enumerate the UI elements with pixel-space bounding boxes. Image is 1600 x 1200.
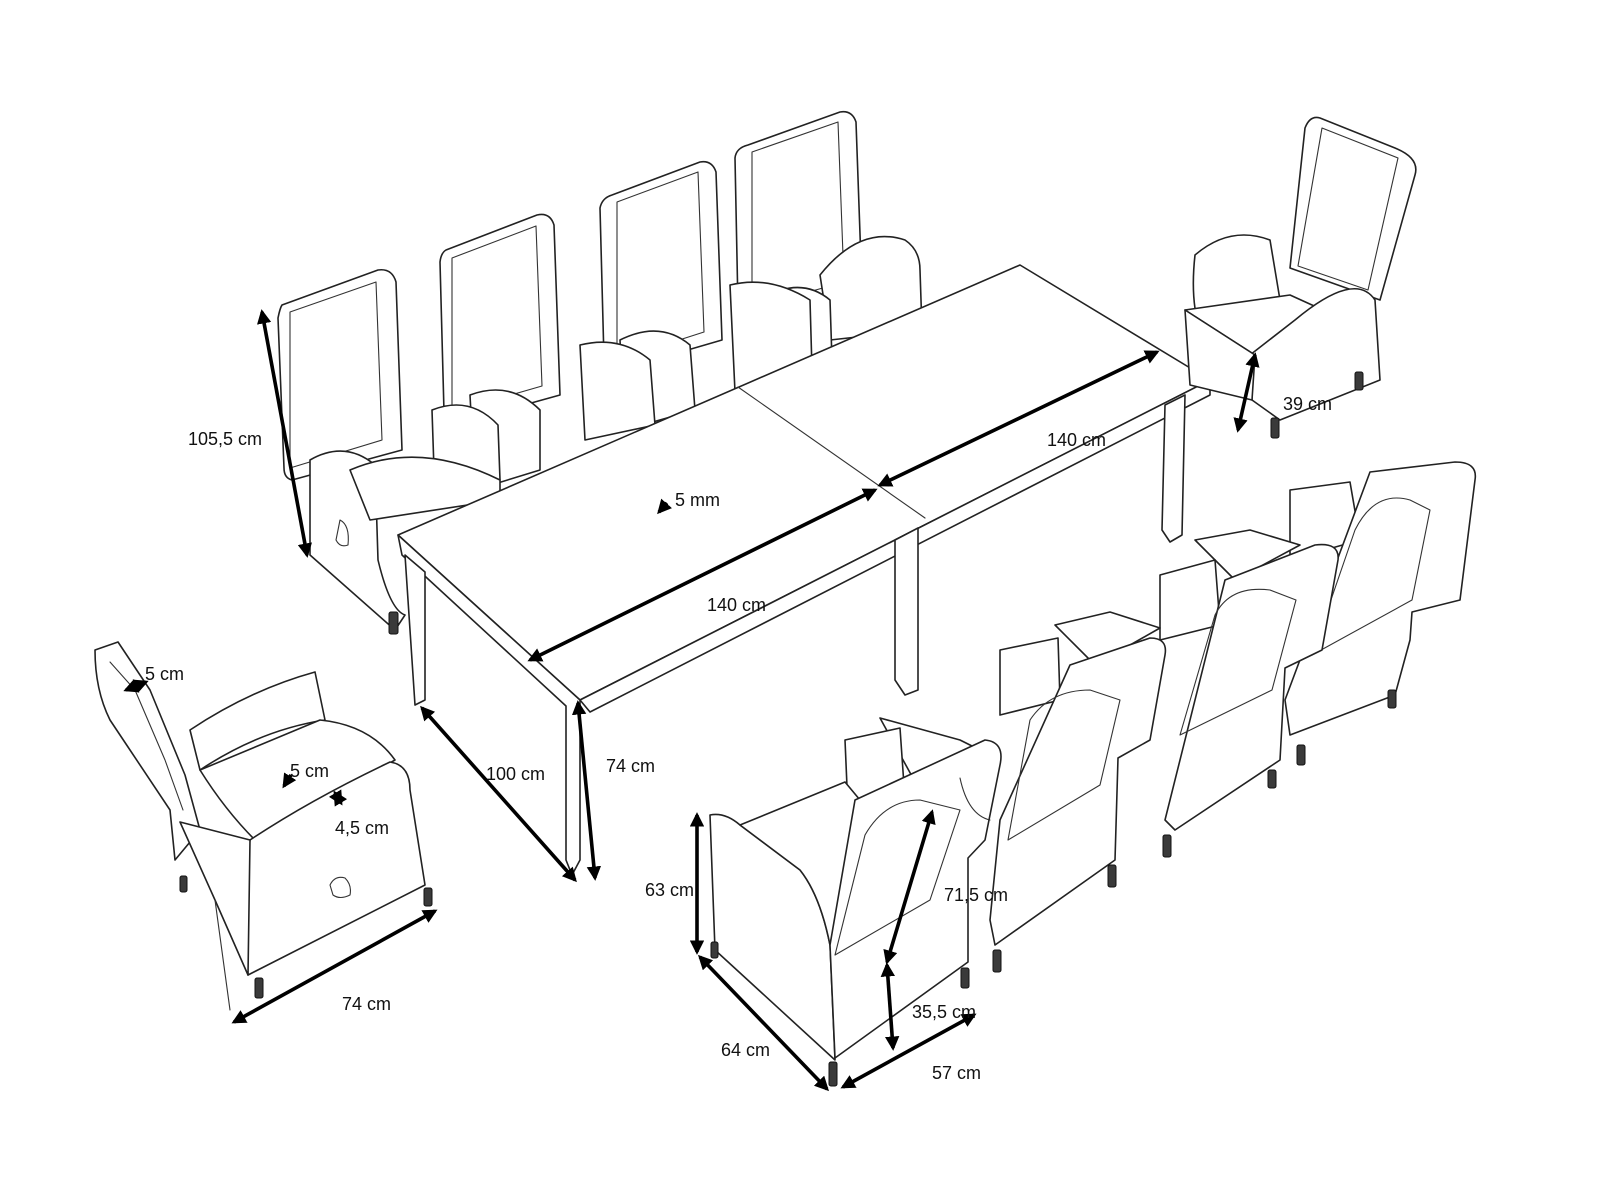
reclined-chair-foot-c [179, 875, 188, 893]
dim-label-table-length-front: 140 cm [707, 595, 766, 615]
dim-arrow-table-length-front [527, 488, 878, 662]
reclined-chair-foot-a [254, 977, 264, 999]
right-armchair-foot-front [1270, 417, 1280, 439]
back-chair-2 [431, 213, 561, 501]
dim-label-reclined-length: 74 cm [342, 994, 391, 1014]
front-chair-4-foot-b [1296, 744, 1306, 766]
dim-label-chair-depth: 64 cm [721, 1040, 770, 1060]
dim-label-cushion-detail: 4,5 cm [335, 818, 389, 838]
dim-label-cushion-side: 5 cm [145, 664, 184, 684]
front-chair-3-foot-a [1267, 769, 1277, 789]
dim-label-arm-height: 63 cm [645, 880, 694, 900]
front-chair-4-foot-a [1387, 689, 1397, 709]
reclined-chair-foot-b [423, 887, 433, 907]
dim-arrow-back-height [257, 309, 312, 558]
dim-arrow-cushion-seat [282, 772, 297, 789]
right-armchair-foot-back [1354, 371, 1364, 391]
dim-arrow-reclined-length [231, 909, 438, 1024]
dim-label-back-height: 71,5 cm [944, 885, 1008, 905]
dim-arrow-cushion-detail [328, 789, 348, 807]
dim-arrow-table-depth [420, 705, 577, 883]
front-chair-3 [1159, 529, 1339, 858]
dim-arrow-chair-depth [698, 954, 829, 1092]
dim-arrow-back-height-2 [883, 809, 936, 965]
front-chair-2 [989, 611, 1167, 973]
front-chair-1-foot-c [710, 941, 719, 959]
dim-label-cushion-seat: 5 cm [290, 761, 329, 781]
dim-label-chair-back-height: 105,5 cm [188, 429, 262, 449]
dim-label-seat-height: 35,5 cm [912, 1002, 976, 1022]
front-chair-4 [1284, 461, 1477, 766]
dim-arrow-chair-width [840, 1013, 977, 1089]
back-chair-1-foot [388, 611, 399, 635]
dim-arrow-armchair-seat [1233, 352, 1260, 433]
dim-label-armchair-seat-height: 39 cm [1283, 394, 1332, 414]
front-chair-2-foot-a [1107, 864, 1117, 888]
dim-label-table-height: 74 cm [606, 756, 655, 776]
dim-arrow-table-height [571, 700, 602, 881]
dim-label-table-thickness: 5 mm [675, 490, 720, 510]
right-armchair [1184, 116, 1417, 439]
back-chair-3 [579, 160, 813, 441]
dim-label-table-depth: 100 cm [486, 764, 545, 784]
front-chair-1-foot-a [960, 967, 970, 989]
dim-arrow-cushion-side [123, 679, 149, 693]
dim-label-table-length-right: 140 cm [1047, 430, 1106, 450]
dim-label-chair-width: 57 cm [932, 1063, 981, 1083]
dim-arrow-table-length-right [877, 350, 1160, 487]
front-chair-1-foot-b [828, 1061, 838, 1087]
front-chair-2-foot-b [992, 949, 1002, 973]
front-chair-3-foot-b [1162, 834, 1172, 858]
